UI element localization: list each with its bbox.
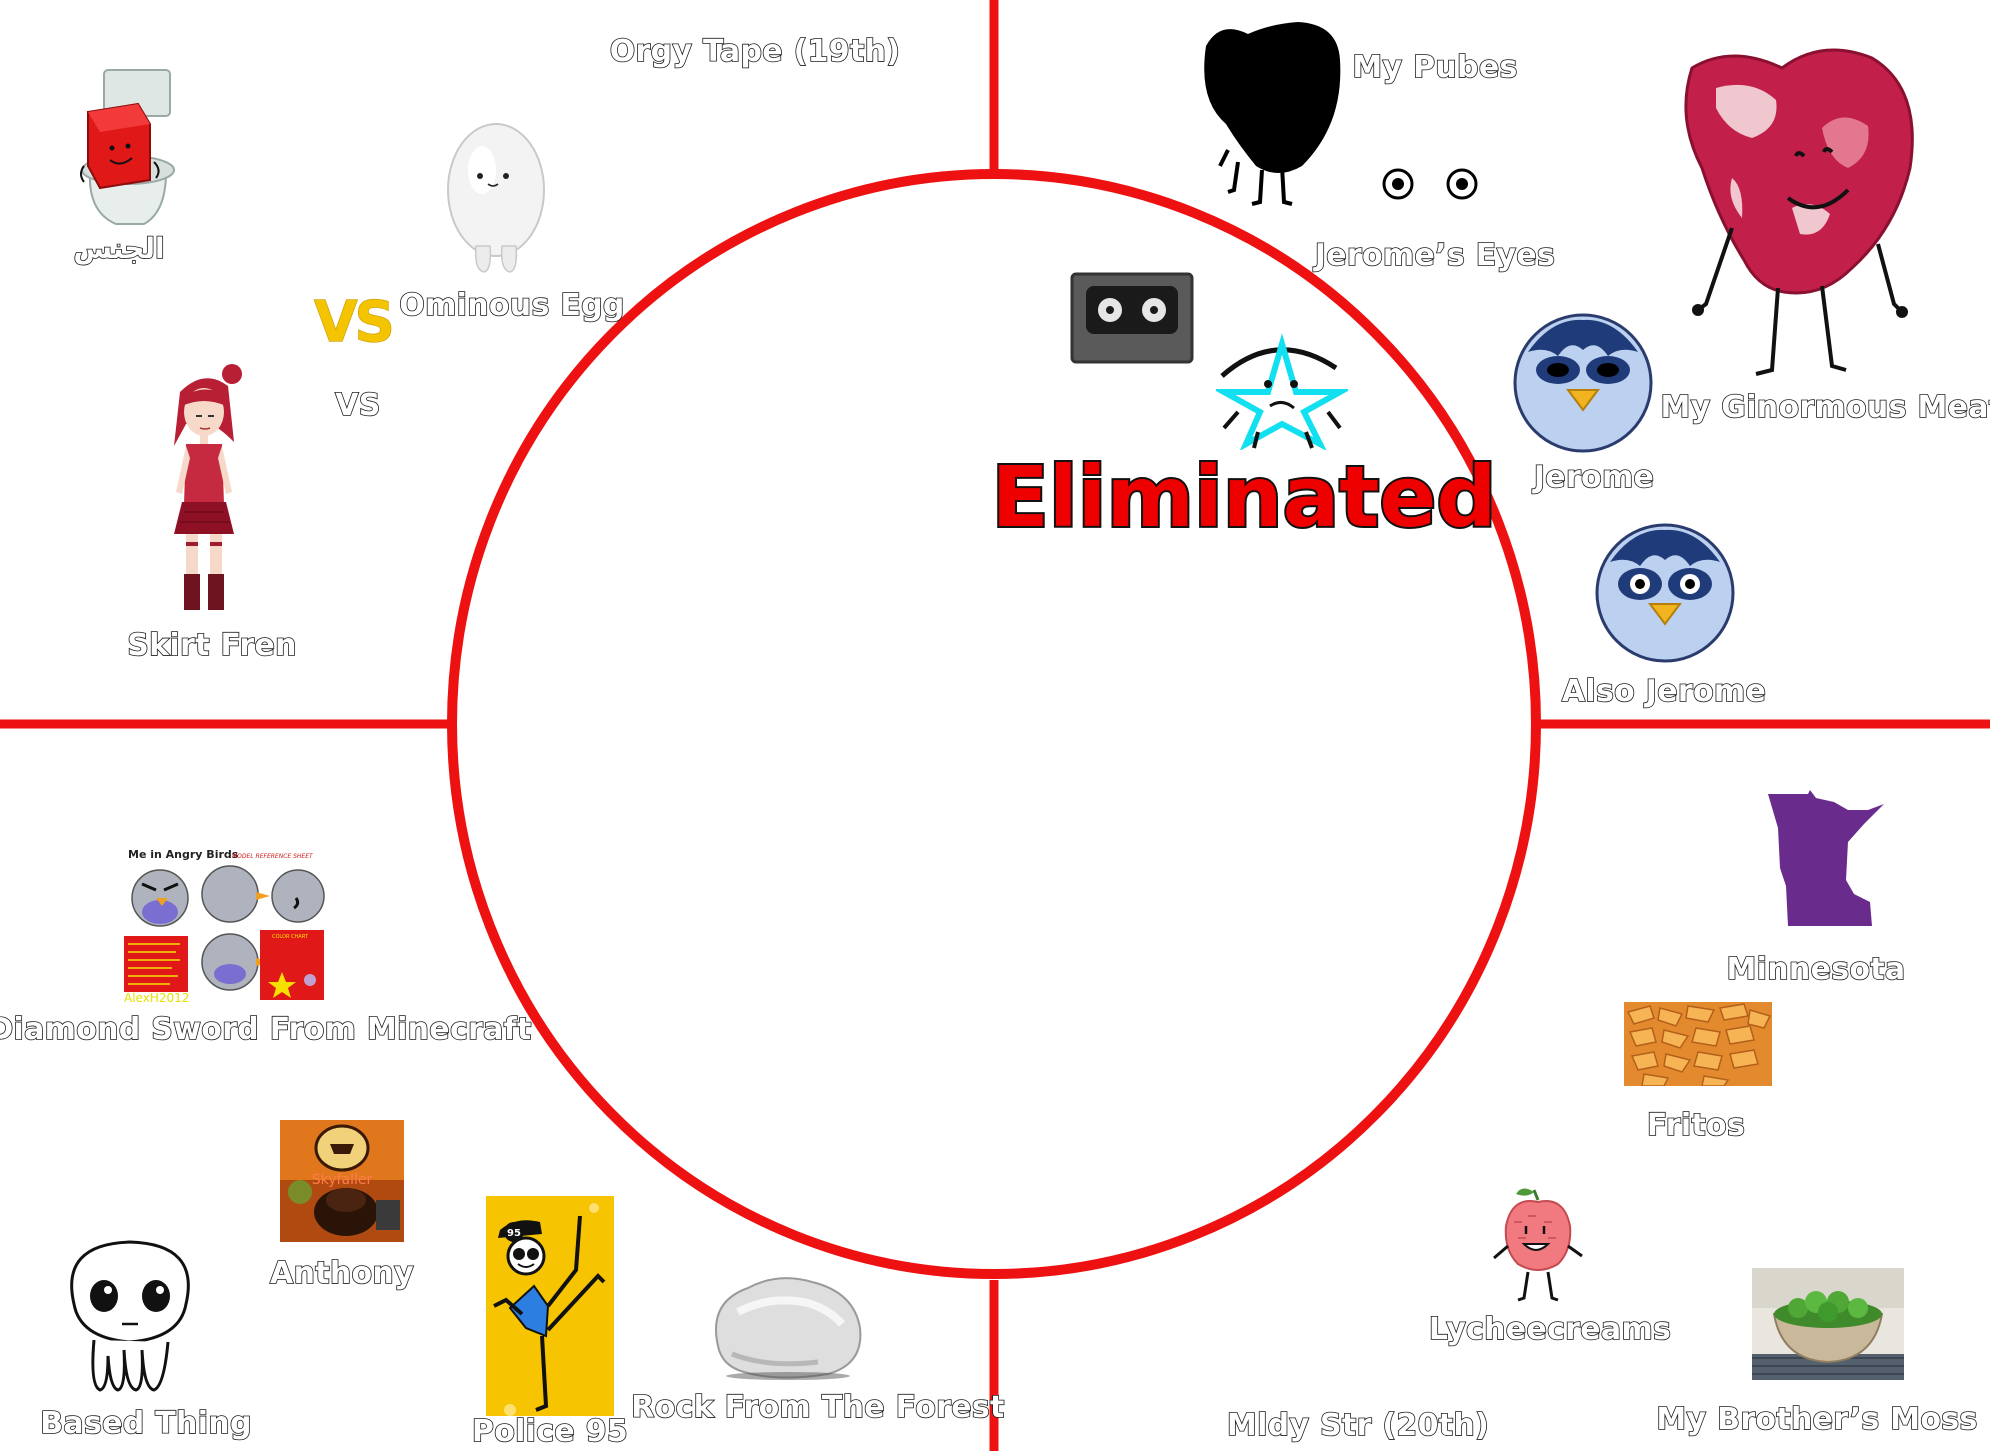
label-skirt-fren: Skirt Fren	[126, 627, 297, 664]
anthony-icon: Skyfaller	[280, 1120, 404, 1242]
label-mldy-str: Mldy Str (20th)	[1226, 1407, 1490, 1444]
angry-birds-subtitle: MODEL REFERENCE SHEET	[232, 853, 314, 860]
label-my-brothers-moss: My Brother’s Moss	[1656, 1401, 1979, 1438]
label-police-95: Police 95	[471, 1413, 629, 1450]
label-arabic: الجنس	[73, 231, 166, 266]
star-creature-icon	[1216, 333, 1348, 450]
penguin-icon	[1513, 313, 1653, 453]
angry-birds-color-chart: COLOR CHART	[272, 934, 309, 940]
angry-birds-icon: Me in Angry Birds MODEL REFERENCE SHEET …	[120, 844, 328, 1004]
moss-icon	[1752, 1268, 1904, 1380]
lychee-icon	[1493, 1188, 1583, 1302]
toilet-cube-icon	[80, 69, 175, 225]
label-rock: Rock From The Forest	[630, 1389, 1005, 1426]
pubes-icon	[1204, 22, 1341, 206]
label-ominous-egg: Ominous Egg	[398, 287, 625, 324]
police-icon: 95	[486, 1196, 614, 1416]
angry-birds-title: Me in Angry Birds	[128, 848, 239, 861]
elimination-circle	[447, 169, 1541, 1279]
label-based-thing: Based Thing	[39, 1405, 252, 1442]
label-jerome: Jerome	[1533, 459, 1655, 496]
fritos-icon	[1624, 1002, 1772, 1086]
label-fritos: Fritos	[1646, 1107, 1746, 1144]
anthony-caption: Skyfaller	[312, 1172, 373, 1188]
label-anthony: Anthony	[269, 1255, 414, 1292]
label-jeromes-eyes: Jerome’s Eyes	[1314, 237, 1556, 274]
egg-icon	[447, 123, 545, 273]
police-badge: 95	[507, 1228, 521, 1239]
rock-icon	[715, 1277, 862, 1380]
vs-logo: VS	[314, 289, 396, 355]
angry-birds-signature: AlexH2012	[124, 991, 189, 1004]
cassette-icon	[1070, 272, 1194, 364]
penguin-icon-2	[1595, 523, 1735, 663]
label-minnesota: Minnesota	[1726, 951, 1906, 988]
eyes-icon	[1382, 168, 1478, 200]
label-my-ginormous-meat: My Ginormous Meat	[1660, 389, 1990, 426]
label-diamond-sword: Diamond Sword From Minecraft	[0, 1011, 532, 1048]
label-also-jerome: Also Jerome	[1561, 673, 1767, 710]
label-lycheecreams: Lycheecreams	[1428, 1311, 1672, 1348]
minnesota-icon	[1768, 790, 1884, 926]
eliminated-heading: Eliminated	[989, 446, 1498, 548]
based-thing-icon	[70, 1240, 190, 1392]
label-vs: VS	[334, 387, 381, 424]
label-orgy-tape: Orgy Tape (19th)	[609, 33, 901, 70]
skirt-girl-icon	[174, 364, 242, 610]
label-my-pubes: My Pubes	[1352, 49, 1519, 86]
meat-icon	[1684, 48, 1914, 376]
